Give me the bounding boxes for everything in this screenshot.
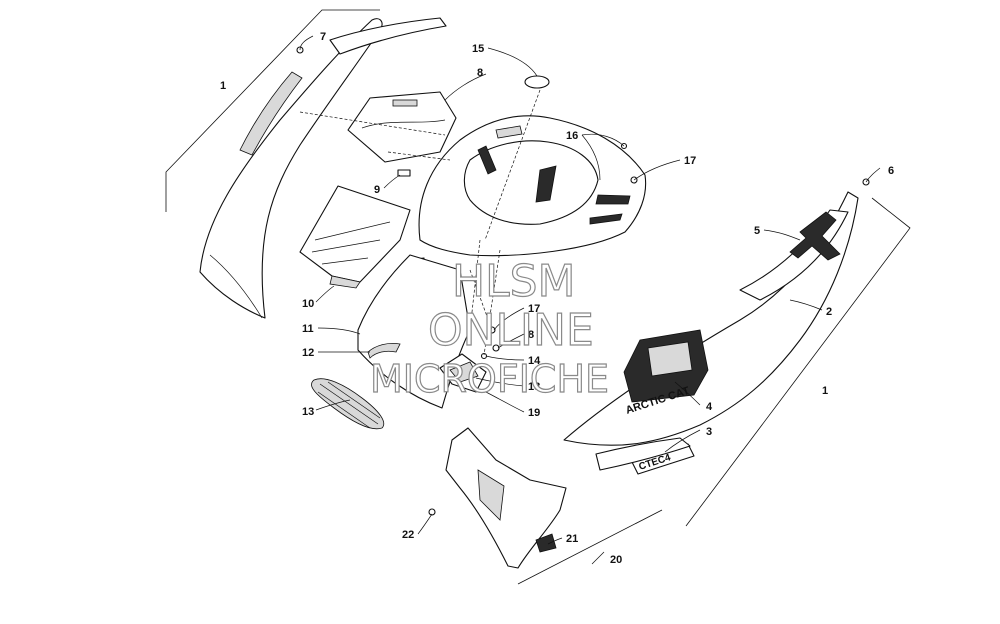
callout-19: 19	[528, 407, 540, 419]
callout-labels: 1 1 2 3 4 5 6 7 8 9 10 11 12 13 14 15 16…	[220, 31, 894, 566]
fasteners	[296, 46, 870, 516]
left-side-panel	[199, 17, 447, 319]
callout-10: 10	[302, 298, 314, 310]
bracket-part-1-left	[165, 9, 380, 212]
leader-lines	[299, 35, 881, 565]
x-decal	[789, 211, 841, 261]
right-side-panel: ARCTIC CAT CTEC4	[563, 191, 859, 475]
callout-22: 22	[402, 529, 414, 541]
callout-12: 12	[302, 347, 314, 359]
callout-8-mid: 8	[528, 329, 534, 341]
callout-9: 9	[374, 184, 380, 196]
callout-18: 18	[528, 381, 540, 393]
watermark-line-1: HLSM	[452, 256, 576, 307]
callout-11: 11	[302, 323, 314, 335]
grille-mesh	[311, 378, 385, 430]
callout-16: 16	[566, 130, 578, 142]
callout-8: 8	[477, 67, 483, 79]
callout-20: 20	[610, 554, 622, 566]
callout-3: 3	[706, 426, 712, 438]
callout-15: 15	[472, 43, 484, 55]
air-intake-duct	[299, 185, 411, 289]
callout-7: 7	[320, 31, 326, 43]
badge-emblem	[524, 75, 550, 89]
watermark-line-2: ONLINE	[428, 305, 594, 356]
mounting-bracket	[439, 353, 487, 393]
callout-17-top: 17	[684, 155, 696, 167]
callout-4: 4	[706, 401, 713, 413]
callout-13: 13	[302, 406, 314, 418]
watermark-line-3: MICROFICHE	[370, 357, 609, 401]
nose-cone-body	[406, 115, 647, 323]
callout-5: 5	[754, 225, 760, 237]
watermark: HLSM ONLINE MICROFICHE	[369, 255, 609, 401]
callout-21: 21	[566, 533, 578, 545]
bracket-part-20	[517, 509, 663, 585]
callout-1-left: 1	[220, 80, 226, 92]
bracket-part-1-right	[685, 197, 911, 527]
callout-1-right: 1	[822, 385, 828, 397]
callout-14: 14	[528, 355, 541, 367]
callout-17-mid: 17	[528, 303, 540, 315]
callout-6: 6	[888, 165, 894, 177]
belly-pan	[445, 427, 567, 569]
windshield-plate	[347, 91, 457, 163]
callout-2: 2	[826, 306, 832, 318]
